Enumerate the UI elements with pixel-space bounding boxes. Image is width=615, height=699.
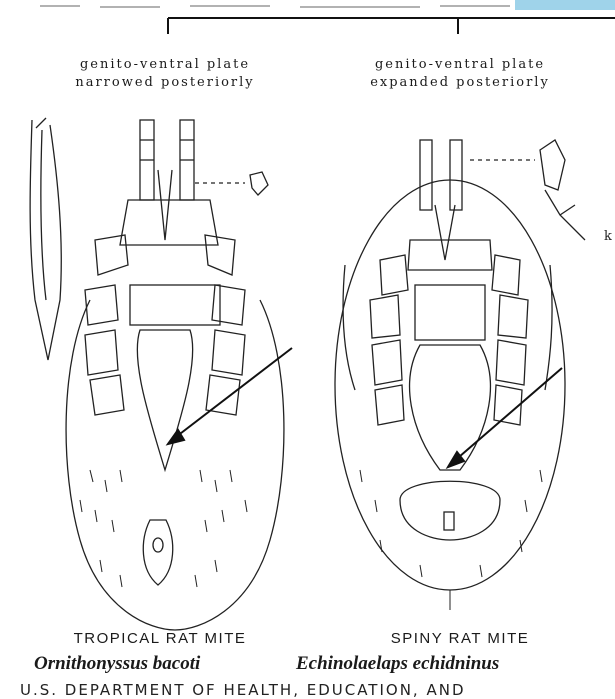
left-caption: genito-ventral plate narrowed posteriorl… xyxy=(40,56,290,92)
left-caption-line1: genito-ventral plate xyxy=(40,56,290,74)
spiny-rat-mite-drawing xyxy=(335,140,585,610)
left-common-name: TROPICAL RAT MITE xyxy=(40,630,280,647)
right-scientific-name: Echinolaelaps echidninus xyxy=(296,653,499,675)
right-caption-line1: genito-ventral plate xyxy=(335,56,585,74)
left-scientific-name: Ornithonyssus bacoti xyxy=(34,653,200,675)
footer-text: U.S. DEPARTMENT OF HEALTH, EDUCATION, AN… xyxy=(20,681,466,699)
left-caption-line2: narrowed posteriorly xyxy=(40,74,290,92)
faded-header-marks xyxy=(40,6,510,7)
right-caption-line2: expanded posteriorly xyxy=(335,74,585,92)
right-caption: genito-ventral plate expanded posteriorl… xyxy=(335,56,585,92)
right-common-name: SPINY RAT MITE xyxy=(340,630,580,647)
accent-bar xyxy=(515,0,615,10)
arrow-right xyxy=(448,368,562,467)
tropical-rat-mite-drawing xyxy=(66,120,284,630)
tree-connector xyxy=(168,18,615,34)
seta-detail-left xyxy=(30,118,61,360)
edge-fragment: k xyxy=(604,229,612,244)
